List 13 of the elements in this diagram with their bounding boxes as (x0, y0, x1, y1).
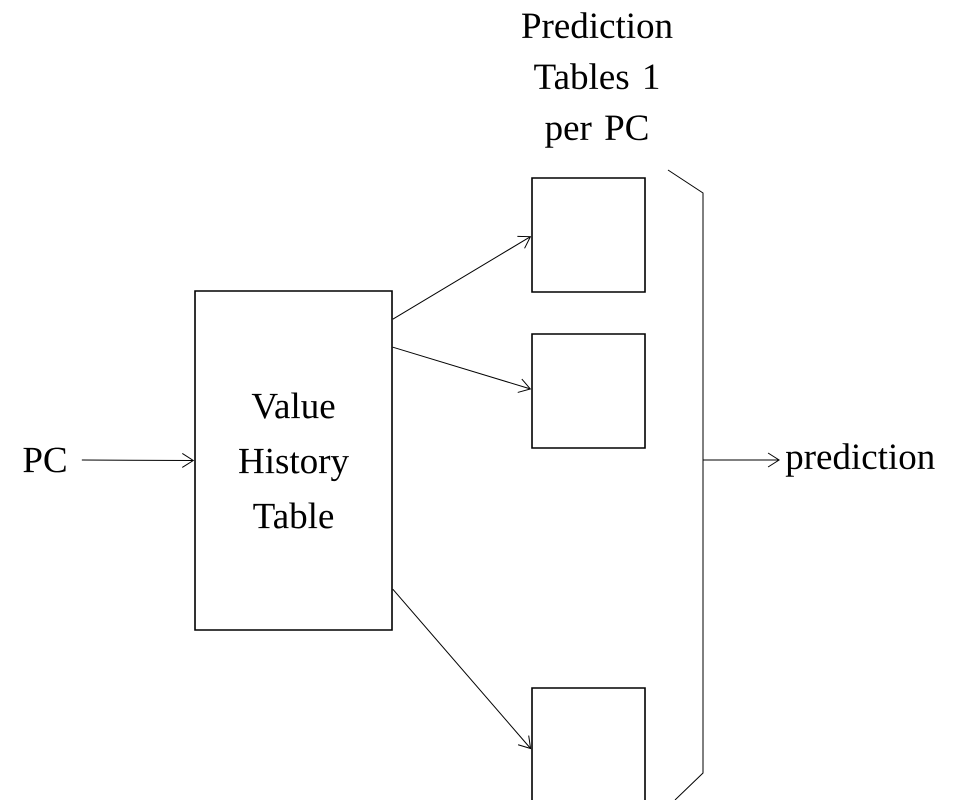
table-box (531, 177, 646, 293)
table-box (531, 333, 646, 449)
arrow (81, 452, 194, 468)
arrow (702, 452, 780, 468)
table-box (531, 687, 646, 800)
heading: Prediction Tables 1 per PC (522, 12, 672, 148)
signal-label: PC (23, 448, 66, 472)
bracket (668, 170, 704, 800)
table-box: Value History Table (194, 290, 393, 631)
arrow (392, 346, 532, 393)
arrow (392, 588, 532, 750)
signal-label: prediction (786, 443, 935, 477)
arrow (392, 236, 532, 320)
